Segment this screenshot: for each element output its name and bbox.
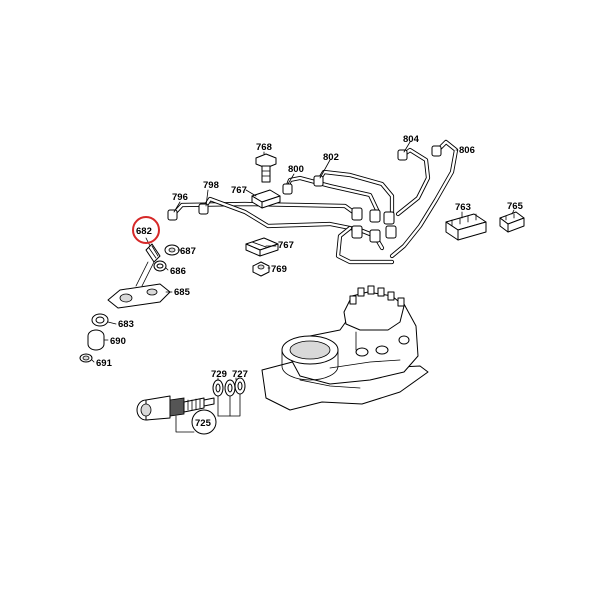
line-nut (385, 225, 397, 239)
label-769[interactable]: 769 (271, 264, 287, 275)
label-725[interactable]: 725 (195, 418, 212, 429)
washer-729 (212, 379, 224, 397)
label-691[interactable]: 691 (96, 358, 113, 369)
clamp-765 (499, 211, 525, 233)
label-682[interactable]: 682 (136, 226, 152, 237)
label-765[interactable]: 765 (507, 201, 524, 212)
part-labels: 682 687 686 685 683 690 691 768 798 767 … (96, 134, 524, 429)
line-nut (167, 209, 178, 221)
washer-727b (234, 377, 246, 395)
clamp-767-upper (251, 189, 281, 209)
ring-683 (91, 313, 109, 327)
label-727[interactable]: 727 (232, 369, 248, 380)
line-nut (198, 203, 209, 215)
line-nut (351, 207, 363, 221)
line-nut (369, 209, 381, 223)
line-nut (369, 229, 381, 243)
ring-691 (79, 353, 93, 363)
leader-lines (91, 141, 515, 433)
label-804[interactable]: 804 (403, 134, 420, 145)
callout-725-circle (191, 409, 217, 435)
washer-727a (224, 379, 236, 397)
washer-687 (164, 244, 180, 256)
label-690[interactable]: 690 (110, 336, 126, 347)
fuel-line-assembly (167, 139, 459, 265)
part-682-pin (145, 243, 161, 263)
highlight-circle (132, 216, 160, 244)
injection-pump (261, 285, 429, 411)
nut-769 (252, 261, 270, 277)
label-685[interactable]: 685 (174, 287, 191, 298)
label-800[interactable]: 800 (288, 164, 304, 175)
washer-686 (153, 260, 167, 272)
label-806[interactable]: 806 (459, 145, 475, 156)
line-nut (282, 183, 293, 195)
label-767-lower[interactable]: 767 (278, 240, 294, 251)
line-nut (313, 175, 324, 187)
label-796[interactable]: 796 (172, 192, 188, 203)
line-nut (383, 211, 395, 225)
clamp-767-lower (245, 237, 279, 257)
bracket-685 (107, 261, 171, 309)
label-802[interactable]: 802 (323, 152, 339, 163)
injector-nozzle (136, 395, 215, 421)
label-687[interactable]: 687 (180, 246, 196, 257)
clamp-763 (445, 213, 487, 241)
bolt-768 (255, 153, 277, 183)
sleeve-690 (87, 329, 105, 351)
label-729[interactable]: 729 (211, 369, 227, 380)
label-798[interactable]: 798 (203, 180, 219, 191)
label-768[interactable]: 768 (256, 142, 272, 153)
label-686[interactable]: 686 (170, 266, 186, 277)
line-nut (431, 145, 442, 157)
line-nut (397, 149, 408, 161)
line-nut (351, 225, 363, 239)
label-763[interactable]: 763 (455, 202, 471, 213)
label-767-upper[interactable]: 767 (231, 185, 247, 196)
label-683[interactable]: 683 (118, 319, 134, 330)
